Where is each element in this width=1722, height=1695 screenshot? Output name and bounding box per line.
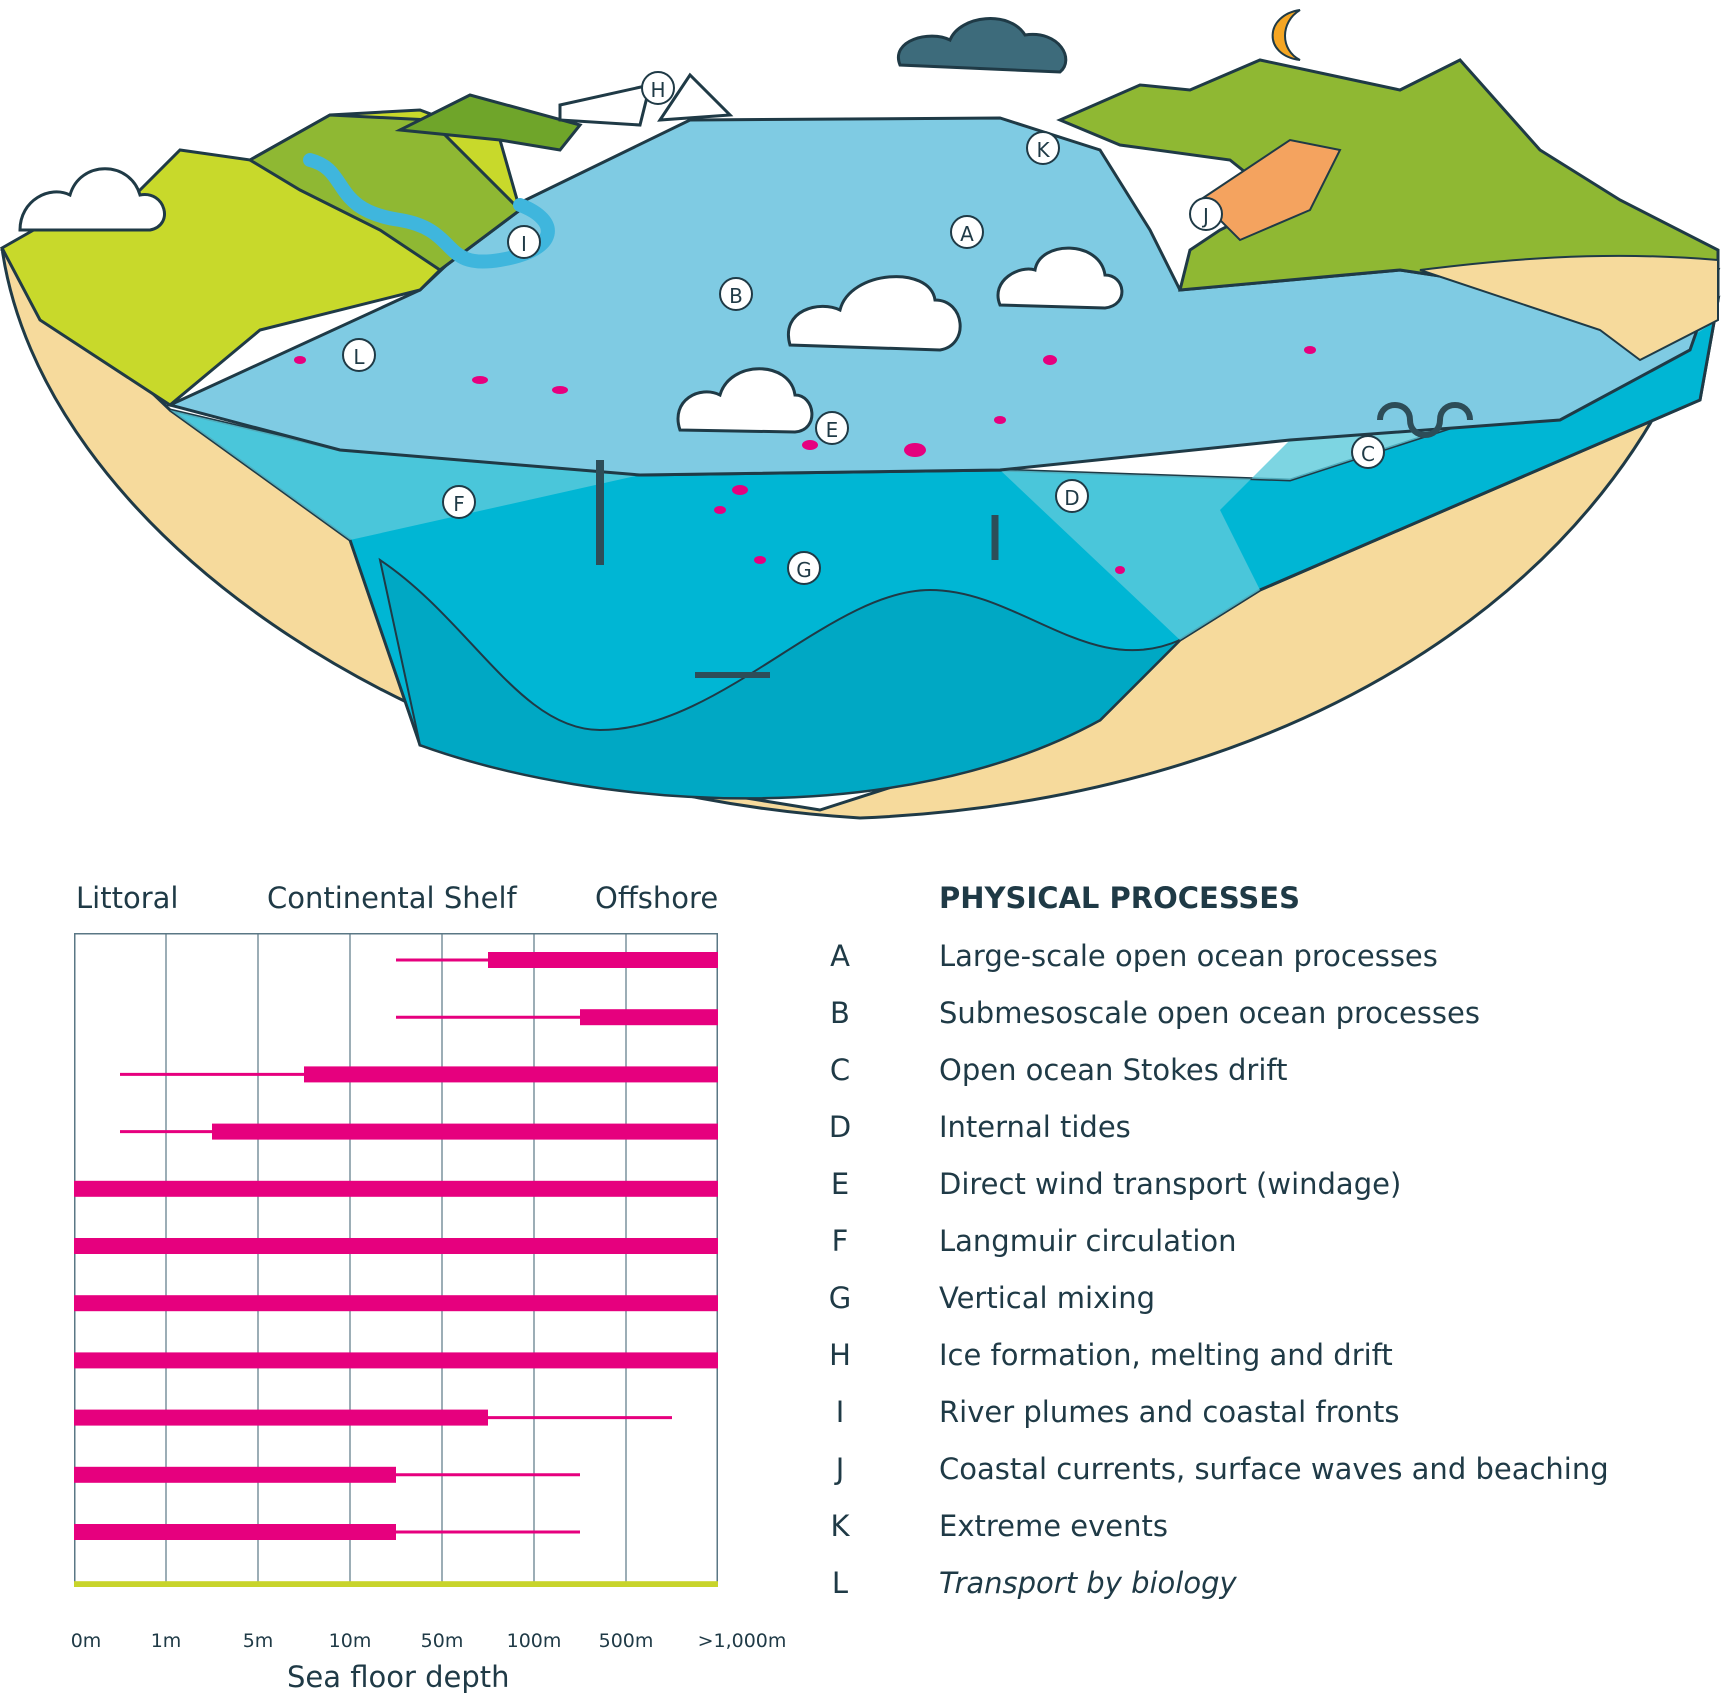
chart-frame [74,933,718,1587]
legend-text: River plumes and coastal fronts [939,1395,1400,1429]
legend-text: Large-scale open ocean processes [939,939,1438,973]
callout-a: A [950,215,984,249]
range-bar-j [74,1466,396,1483]
snowy-peak [394,93,583,152]
legend-text: Vertical mixing [939,1281,1156,1315]
legend-letter: L [831,1566,849,1600]
legend-letter: B [830,996,850,1030]
legend-letter: E [830,1167,850,1201]
cliff-strata [1198,138,1342,242]
beach [1419,254,1719,362]
depth-range-chart [74,933,718,1587]
legend-text: Langmuir circulation [939,1224,1237,1258]
legend-letter: K [830,1509,850,1543]
legend-letter: J [835,1452,845,1486]
callout-c: C [1351,435,1385,469]
legend-text: Internal tides [939,1110,1131,1144]
legend-text: Extreme events [939,1509,1168,1543]
legend-text: Submesoscale open ocean processes [939,996,1480,1030]
range-bar-k [74,1524,396,1540]
ocean-processes-illustration [0,9,1721,820]
callout-k: K [1026,131,1060,165]
callout-l: L [342,338,376,372]
legend-text: Open ocean Stokes drift [939,1053,1288,1087]
legend-text: Direct wind transport (windage) [939,1167,1402,1201]
plastic-particles [294,346,1316,574]
legend-letter: D [828,1110,852,1144]
shelf-water [170,300,1718,640]
range-bar-i [74,1409,488,1426]
legend-letter: I [835,1395,845,1429]
zone-label-continental-shelf: Continental Shelf [267,881,517,915]
storm-cloud-icon [896,17,1068,74]
callout-i: I [507,225,541,259]
tick-label: 100m [506,1630,562,1652]
callout-j: J [1189,197,1223,231]
seafloor-hill [378,557,1181,800]
cloud-icon [786,275,962,352]
range-bar-c [304,1066,718,1083]
tick-label: 500m [598,1630,654,1652]
legend-text: Ice formation, melting and drift [939,1338,1393,1372]
callout-h: H [641,71,675,105]
range-bar-d [212,1123,718,1140]
callout-d: D [1055,479,1089,513]
callout-f: F [442,485,476,519]
cloud-icon [676,367,814,434]
cloud-icon [18,167,166,232]
callout-e: E [815,411,849,445]
range-bar-a [488,952,718,968]
range-bar-h [74,1352,718,1369]
stokes-drift-loops-icon [1377,402,1473,438]
range-bar-b [580,1009,718,1026]
left-mountains [247,113,523,272]
range-bar-f [74,1238,718,1254]
tick-label: >1,000m [697,1630,787,1652]
tick-label: 5m [242,1630,274,1652]
legend-letter: C [829,1053,851,1087]
range-bar-g [74,1295,718,1312]
tick-label: 0m [70,1630,102,1652]
legend-letter: F [831,1224,849,1258]
zone-label-littoral: Littoral [76,881,179,915]
cloud-icon [996,246,1124,310]
zone-label-offshore: Offshore [595,881,719,915]
river [303,153,555,269]
legend-title: PHYSICAL PROCESSES [939,881,1300,915]
tick-label: 1m [150,1630,182,1652]
legend-letter: H [829,1338,851,1372]
legend-text: Transport by biology [939,1566,1237,1600]
x-axis-label: Sea floor depth [287,1660,510,1694]
legend-letter: A [830,939,850,973]
legend-letter: G [828,1281,852,1315]
tick-label: 10m [328,1630,372,1652]
tick-label: 50m [420,1630,464,1652]
callout-b: B [719,277,753,311]
range-bar-l [74,1581,718,1587]
range-bar-e [74,1180,718,1197]
callout-g: G [787,551,821,585]
moon-icon [1271,9,1301,61]
legend-text: Coastal currents, surface waves and beac… [939,1452,1609,1486]
